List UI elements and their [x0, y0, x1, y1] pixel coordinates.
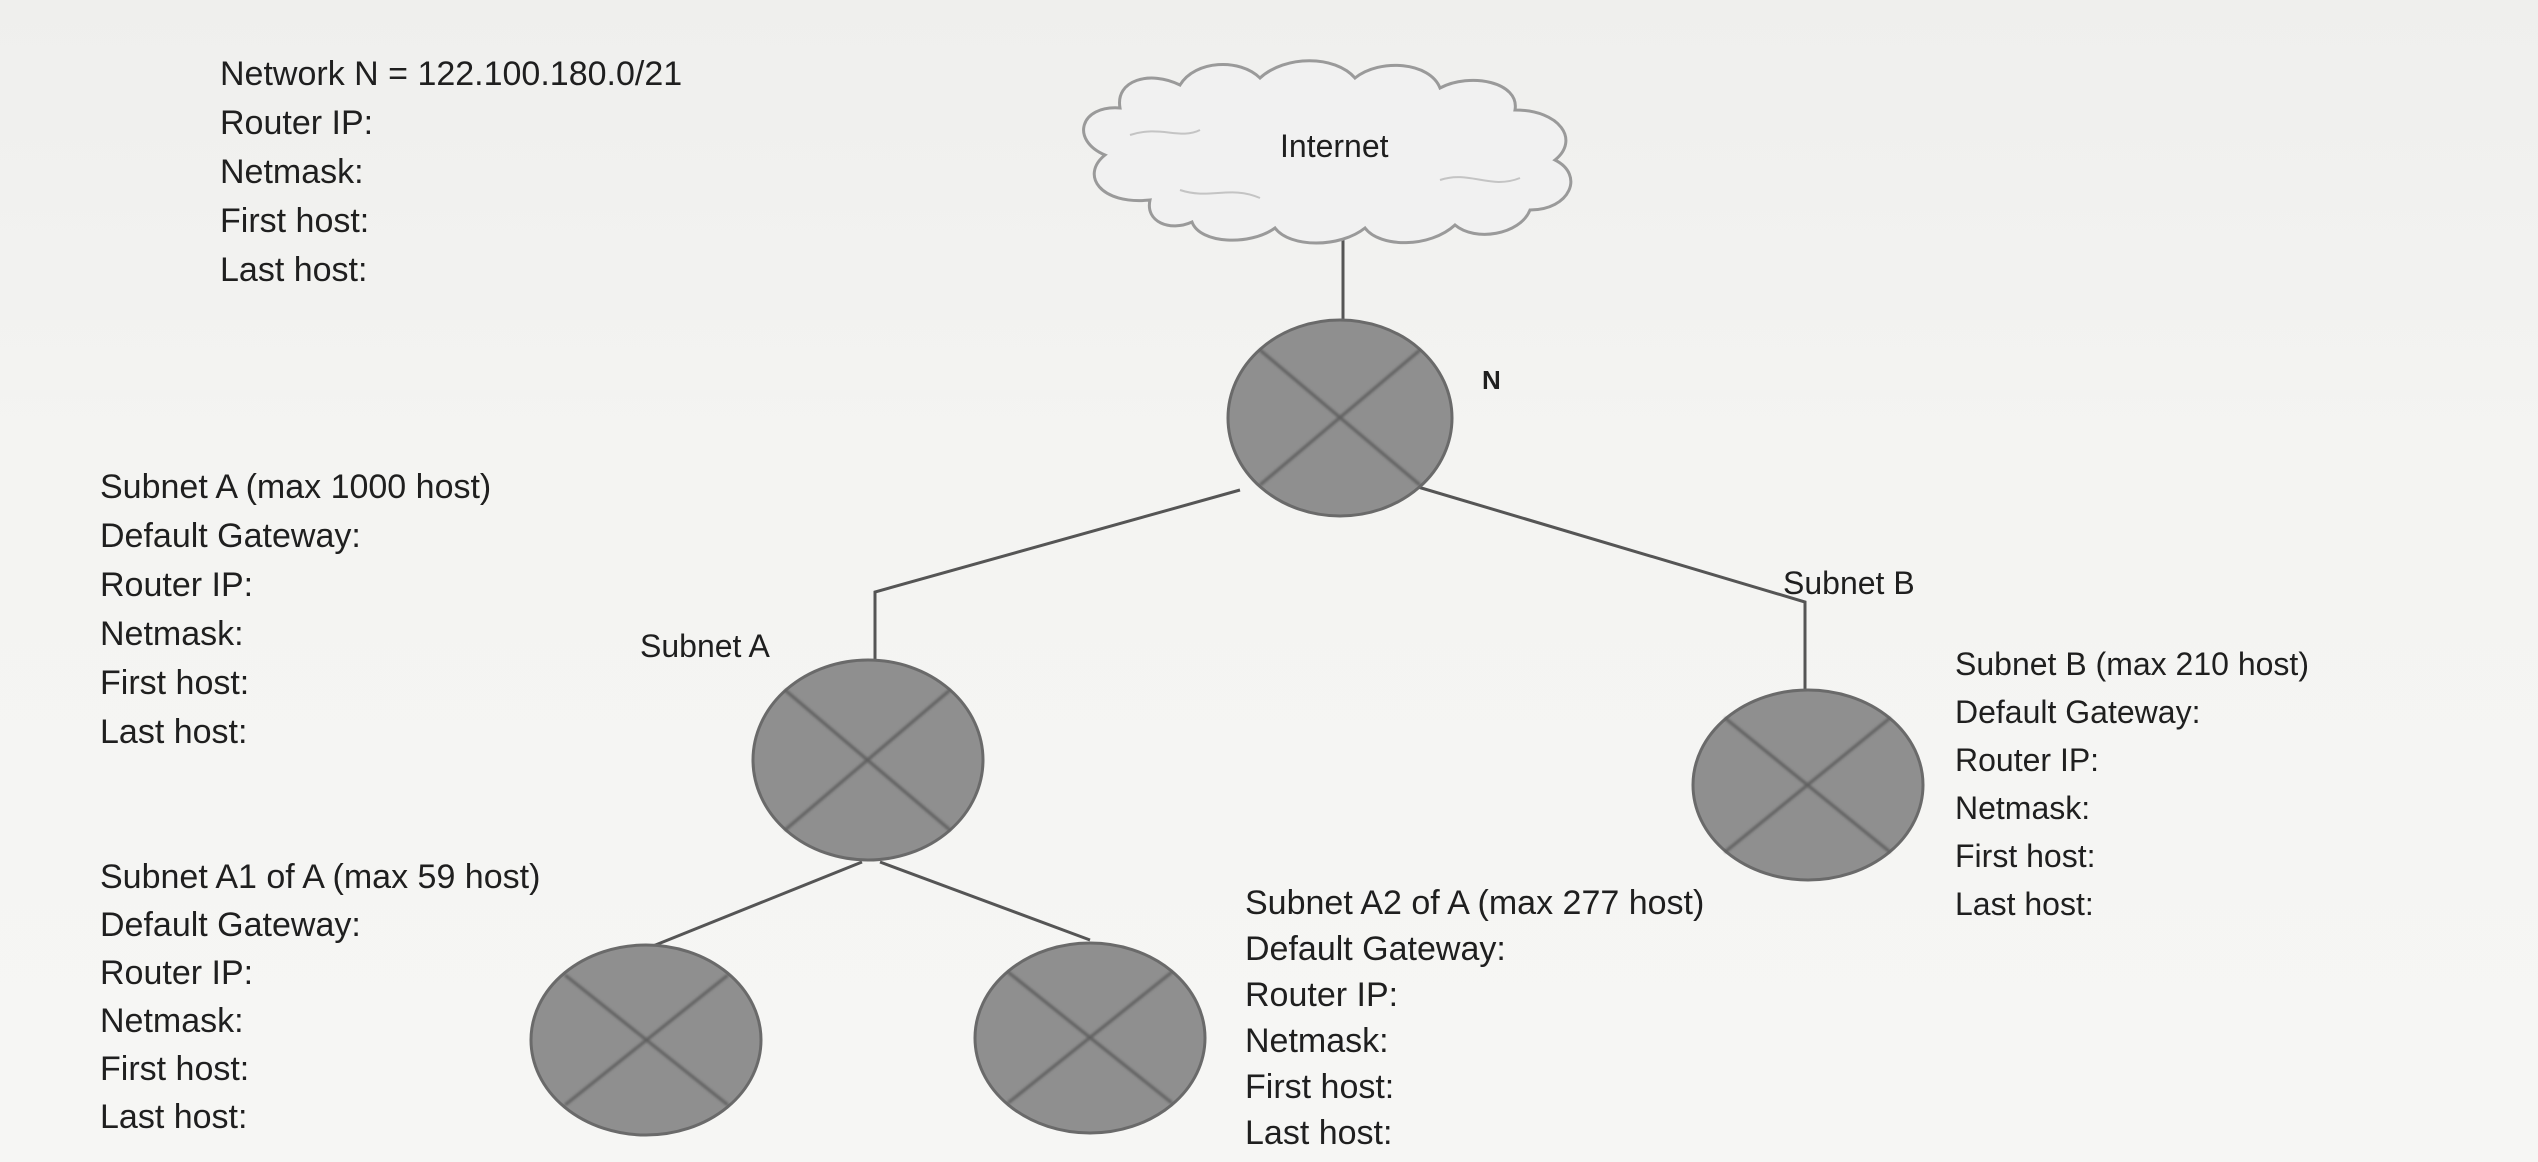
first-host-label: First host: — [100, 664, 250, 702]
last-host-label: Last host: — [1955, 886, 2094, 922]
subnet-b-info-block: Subnet B (max 210 host) Default Gateway:… — [1955, 640, 2309, 928]
subnet-a-title: Subnet A (max 1000 host) — [100, 468, 492, 506]
network-title: Network N = 122.100.180.0/21 — [220, 55, 683, 93]
default-gateway-label: Default Gateway: — [100, 517, 361, 555]
links — [647, 225, 1807, 950]
internet-label: Internet — [1280, 128, 1389, 164]
link-n-subnet-a — [873, 488, 1241, 660]
default-gateway-label: Default Gateway: — [100, 906, 361, 944]
first-host-label: First host: — [100, 1050, 250, 1088]
last-host-label: Last host: — [1245, 1114, 1393, 1152]
subnet-a2-info-block: Subnet A2 of A (max 277 host) Default Ga… — [1245, 880, 1704, 1156]
router-ip-label: Router IP: — [220, 104, 374, 142]
link-a-a2 — [879, 860, 1091, 942]
default-gateway-label: Default Gateway: — [1955, 694, 2201, 730]
subnet-a2-title: Subnet A2 of A (max 277 host) — [1245, 884, 1705, 922]
cloud-shape — [1082, 59, 1573, 245]
last-host-label: Last host: — [220, 251, 368, 289]
router-subnet-b — [1691, 688, 1925, 882]
netmask-label: Netmask: — [100, 615, 244, 653]
router-n — [1226, 318, 1454, 518]
router-x-icon — [784, 688, 951, 832]
first-host-label: First host: — [1955, 838, 2096, 874]
subnet-a1-title: Subnet A1 of A (max 59 host) — [100, 858, 541, 896]
router-ip-label: Router IP: — [1245, 976, 1399, 1014]
netmask-label: Netmask: — [220, 153, 364, 191]
router-subnet-a2 — [973, 941, 1207, 1135]
subnet-a-label: Subnet A — [640, 628, 770, 664]
router-x-icon — [564, 973, 729, 1107]
router-ip-label: Router IP: — [100, 566, 254, 604]
link-a-a1 — [647, 860, 863, 950]
internet-cloud — [1082, 59, 1573, 245]
default-gateway-label: Default Gateway: — [1245, 930, 1506, 968]
router-ip-label: Router IP: — [1955, 742, 2100, 778]
link-n-subnet-b — [1417, 485, 1807, 695]
subnet-b-label: Subnet B — [1783, 565, 1915, 601]
router-subnet-a1 — [529, 943, 763, 1137]
netmask-label: Netmask: — [1955, 790, 2091, 826]
router-ip-label: Router IP: — [100, 954, 254, 992]
subnet-a-info-block: Subnet A (max 1000 host) Default Gateway… — [100, 463, 491, 757]
subnet-a1-info-block: Subnet A1 of A (max 59 host) Default Gat… — [100, 853, 540, 1141]
router-n-label: N — [1482, 365, 1501, 395]
network-info-block: Network N = 122.100.180.0/21 Router IP: … — [220, 50, 682, 295]
last-host-label: Last host: — [100, 1098, 248, 1136]
subnet-b-title: Subnet B (max 210 host) — [1955, 646, 2309, 682]
first-host-label: First host: — [1245, 1068, 1395, 1106]
netmask-label: Netmask: — [100, 1002, 244, 1040]
router-x-icon — [1007, 970, 1173, 1105]
last-host-label: Last host: — [100, 713, 248, 751]
netmask-label: Netmask: — [1245, 1022, 1389, 1060]
first-host-label: First host: — [220, 202, 370, 240]
router-subnet-a — [751, 658, 985, 862]
router-x-icon — [1724, 716, 1891, 854]
router-x-icon — [1259, 348, 1421, 487]
